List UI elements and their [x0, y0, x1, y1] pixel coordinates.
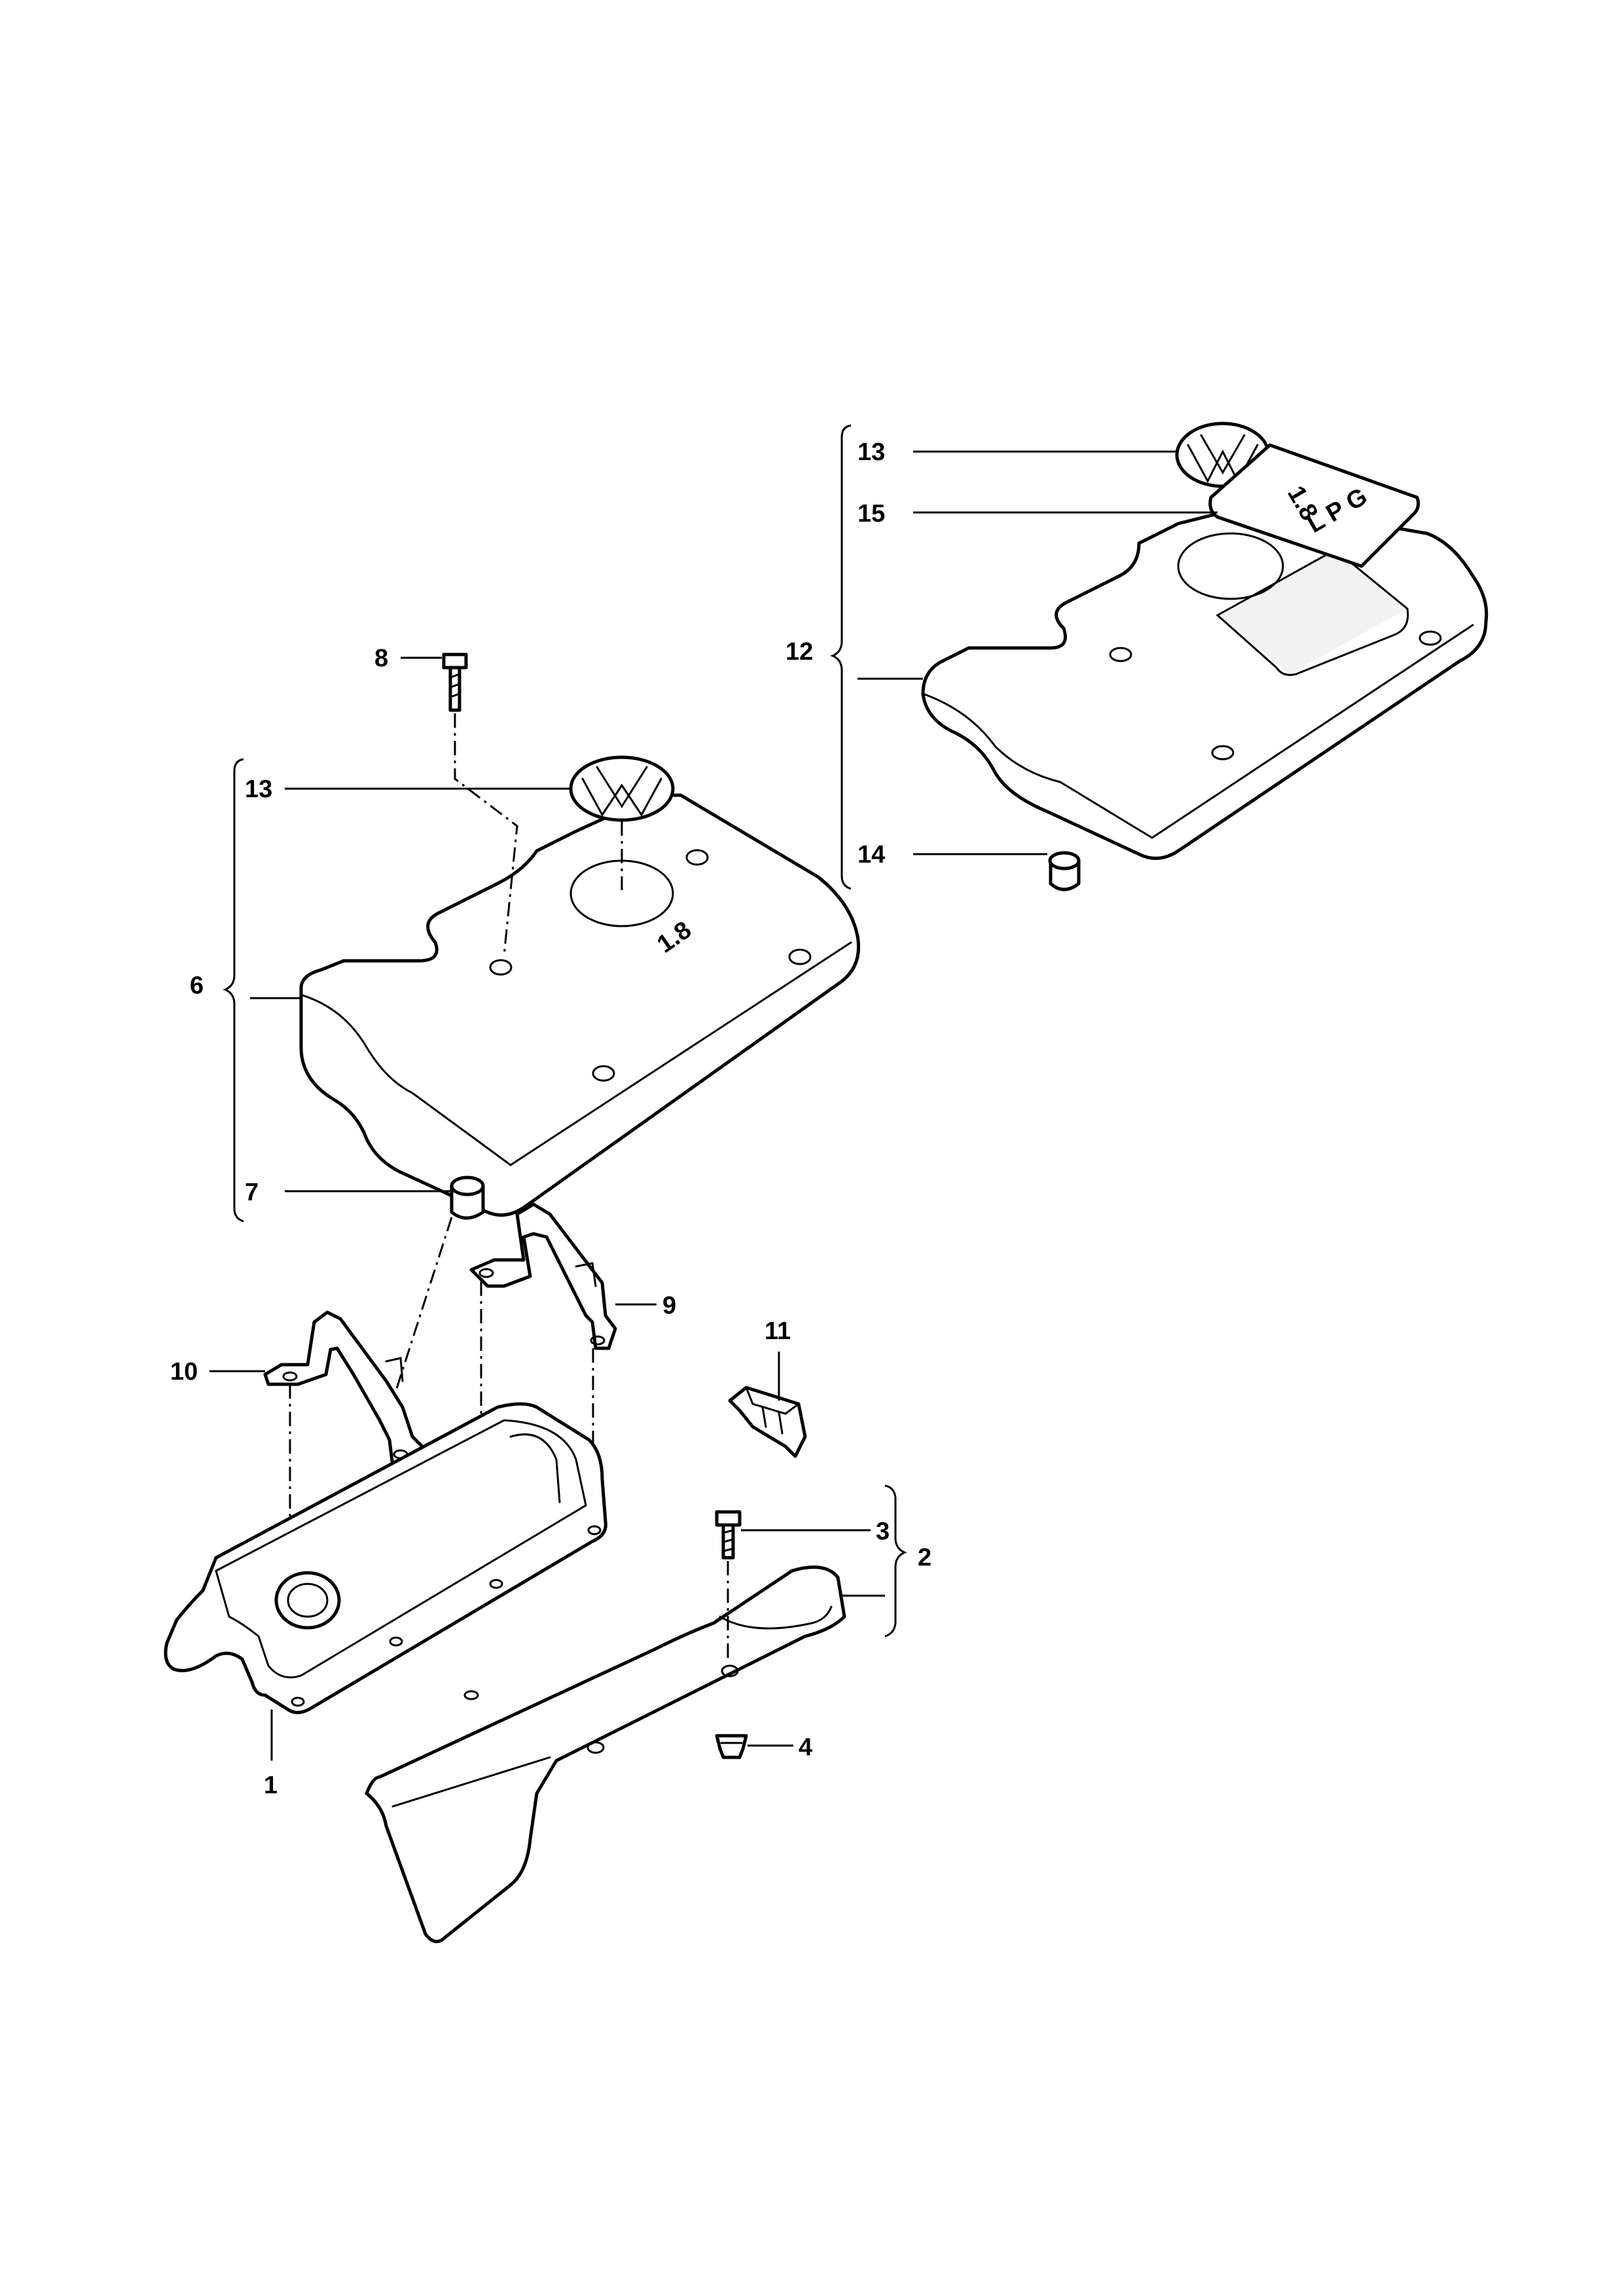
label-7: 7 — [245, 1179, 259, 1206]
label-10: 10 — [170, 1358, 198, 1386]
clip-nut-4 — [715, 1734, 748, 1759]
label-1: 1 — [264, 1772, 278, 1799]
label-2: 2 — [918, 1544, 931, 1571]
rubber-grommet-7 — [450, 1175, 485, 1220]
label-4: 4 — [799, 1734, 812, 1761]
label-15: 15 — [857, 500, 885, 528]
label-13-upper: 13 — [857, 439, 885, 466]
clip-11 — [728, 1352, 807, 1458]
bracket-2 — [884, 1484, 907, 1638]
label-11: 11 — [765, 1318, 791, 1345]
label-8: 8 — [374, 645, 388, 672]
group-12-lpg-cover: 1.8 L P G — [830, 422, 1489, 891]
lpg-badge-plate-15: 1.8 L P G — [1208, 443, 1420, 568]
label-14: 14 — [857, 841, 885, 869]
side-cover-2 — [365, 1565, 846, 1943]
valve-cover-1 — [164, 1402, 607, 1761]
rubber-grommet-14 — [1048, 851, 1081, 891]
label-3: 3 — [876, 1518, 890, 1545]
label-9: 9 — [662, 1292, 676, 1319]
dash-8-to-cover — [454, 713, 518, 956]
label-13-lower: 13 — [245, 776, 272, 803]
support-bracket-10 — [209, 1310, 427, 1468]
support-bracket-9 — [469, 1202, 657, 1350]
dash-7-down — [391, 1217, 453, 1401]
label-6: 6 — [190, 972, 204, 999]
screw-3 — [715, 1510, 742, 1560]
screw-8 — [442, 653, 468, 712]
bracket-6 — [223, 758, 244, 1223]
engine-cover-1-8: 1.8 — [299, 793, 861, 1217]
bracket-12 — [830, 424, 852, 890]
vw-emblem-13-lower — [569, 755, 675, 822]
engine-cover-lpg — [921, 502, 1489, 860]
group-6-engine-cover: 1.8 — [223, 653, 861, 1401]
group-2-side-cover — [365, 1484, 907, 1943]
label-12: 12 — [785, 638, 813, 666]
